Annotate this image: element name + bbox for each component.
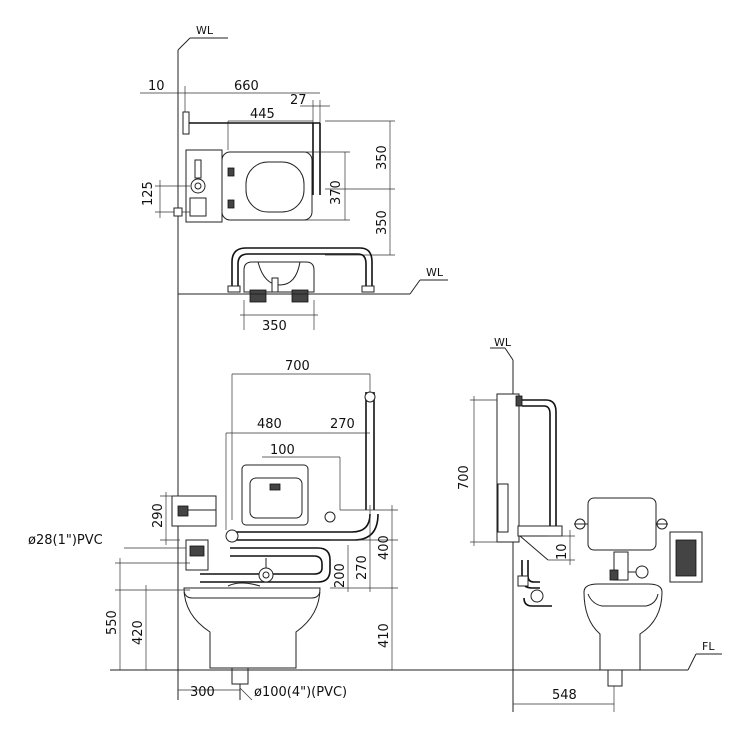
main-wall-line: WL [177, 24, 228, 700]
dim-right-410: 410 [377, 623, 392, 648]
dim-right-200: 200 [333, 563, 348, 588]
dim-top-125: 125 [141, 181, 156, 206]
top-plan-view: 10 660 27 445 125 [140, 79, 395, 256]
dim-top-10: 10 [148, 79, 165, 94]
dim-top-27: 27 [290, 93, 307, 108]
dim-top-350b: 350 [375, 210, 390, 235]
front-elevation: 700 480 270 100 290 [28, 359, 398, 701]
fl-label: FL [702, 640, 715, 653]
side-elevation: WL 700 10 [110, 336, 722, 712]
dim-left-420: 420 [131, 620, 146, 645]
dim-side-700: 700 [457, 465, 472, 490]
dim-side-548: 548 [552, 688, 577, 703]
middle-plan-view: WL 350 [178, 247, 448, 334]
dim-bottom-300: 300 [190, 685, 215, 700]
dim-front-270: 270 [330, 417, 355, 432]
dim-side-10: 10 [555, 543, 570, 560]
dim-right-270: 270 [355, 555, 370, 580]
dim-front-100: 100 [270, 443, 295, 458]
dim-front-480: 480 [257, 417, 282, 432]
wl-mid-label: WL [426, 266, 444, 279]
dim-top-445: 445 [250, 107, 275, 122]
wl-side-label: WL [494, 336, 512, 349]
dim-top-350a: 350 [375, 145, 390, 170]
dim-mid-350: 350 [262, 319, 287, 334]
wl-top-label: WL [196, 24, 214, 37]
dim-top-660: 660 [234, 79, 259, 94]
pvc-inlet-label: ø28(1")PVC [28, 533, 103, 548]
dim-top-370: 370 [329, 180, 344, 205]
dim-left-290: 290 [151, 503, 166, 528]
dim-right-400: 400 [377, 535, 392, 560]
pvc-drain-label: ø100(4")(PVC) [254, 685, 347, 700]
dim-left-550: 550 [105, 610, 120, 635]
dim-front-700: 700 [285, 359, 310, 374]
